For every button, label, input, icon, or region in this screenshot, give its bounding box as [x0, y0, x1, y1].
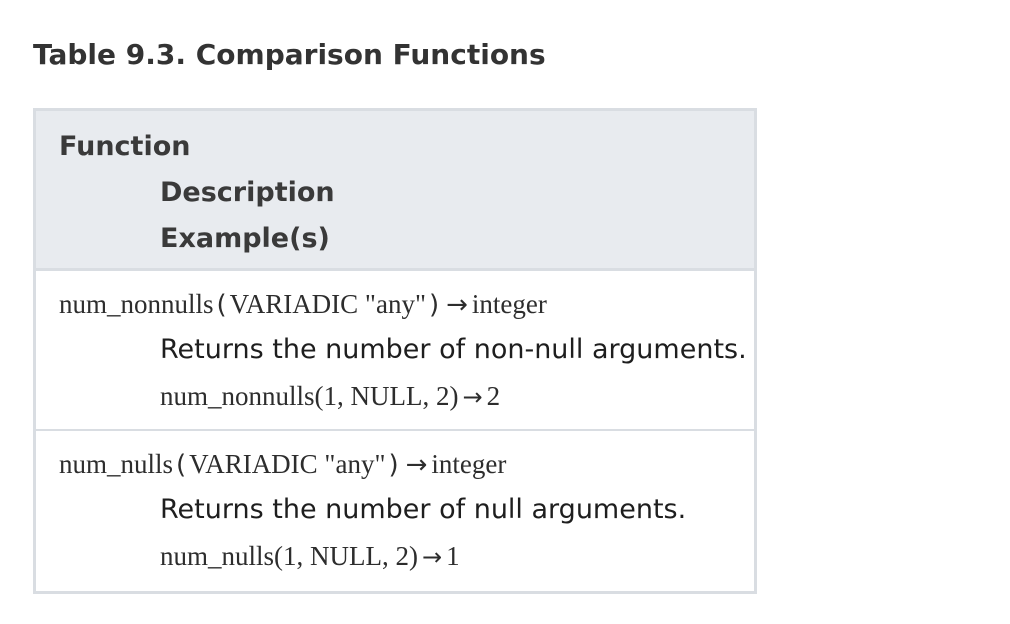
function-name: num_nulls	[59, 449, 174, 479]
close-paren: )	[428, 290, 440, 320]
right-arrow-icon: →	[421, 543, 443, 571]
example-result: 1	[446, 541, 460, 571]
table-row: num_nulls(VARIADIC "any")→integer Return…	[36, 431, 754, 591]
function-signature: num_nulls(VARIADIC "any")→integer	[59, 449, 506, 480]
example-call: num_nulls(1, NULL, 2)	[160, 541, 418, 571]
right-arrow-icon: →	[446, 290, 468, 320]
function-signature: num_nonnulls(VARIADIC "any")→integer	[59, 289, 547, 320]
function-description: Returns the number of non-null arguments…	[160, 334, 747, 365]
function-example: num_nonnulls(1, NULL, 2)→2	[160, 381, 500, 412]
function-name: num_nonnulls	[59, 289, 214, 319]
example-result: 2	[486, 381, 501, 411]
table-title: Table 9.3. Comparison Functions	[33, 38, 546, 71]
table-row: num_nonnulls(VARIADIC "any")→integer Ret…	[36, 271, 754, 431]
function-args: VARIADIC "any"	[189, 449, 386, 479]
function-description: Returns the number of null arguments.	[160, 494, 687, 525]
table-header: Function Description Example(s)	[36, 111, 754, 271]
example-call: num_nonnulls(1, NULL, 2)	[160, 381, 459, 411]
comparison-functions-table: Function Description Example(s) num_nonn…	[33, 108, 757, 594]
function-example: num_nulls(1, NULL, 2)→1	[160, 541, 460, 572]
function-args: VARIADIC "any"	[229, 289, 426, 319]
open-paren: (	[216, 290, 227, 320]
right-arrow-icon: →	[405, 450, 428, 480]
header-examples: Example(s)	[160, 223, 330, 254]
return-type: integer	[431, 449, 507, 479]
header-description: Description	[160, 177, 335, 208]
right-arrow-icon: →	[462, 383, 483, 411]
return-type: integer	[471, 289, 547, 319]
header-function: Function	[59, 131, 191, 162]
open-paren: (	[176, 450, 187, 480]
close-paren: )	[388, 450, 399, 480]
